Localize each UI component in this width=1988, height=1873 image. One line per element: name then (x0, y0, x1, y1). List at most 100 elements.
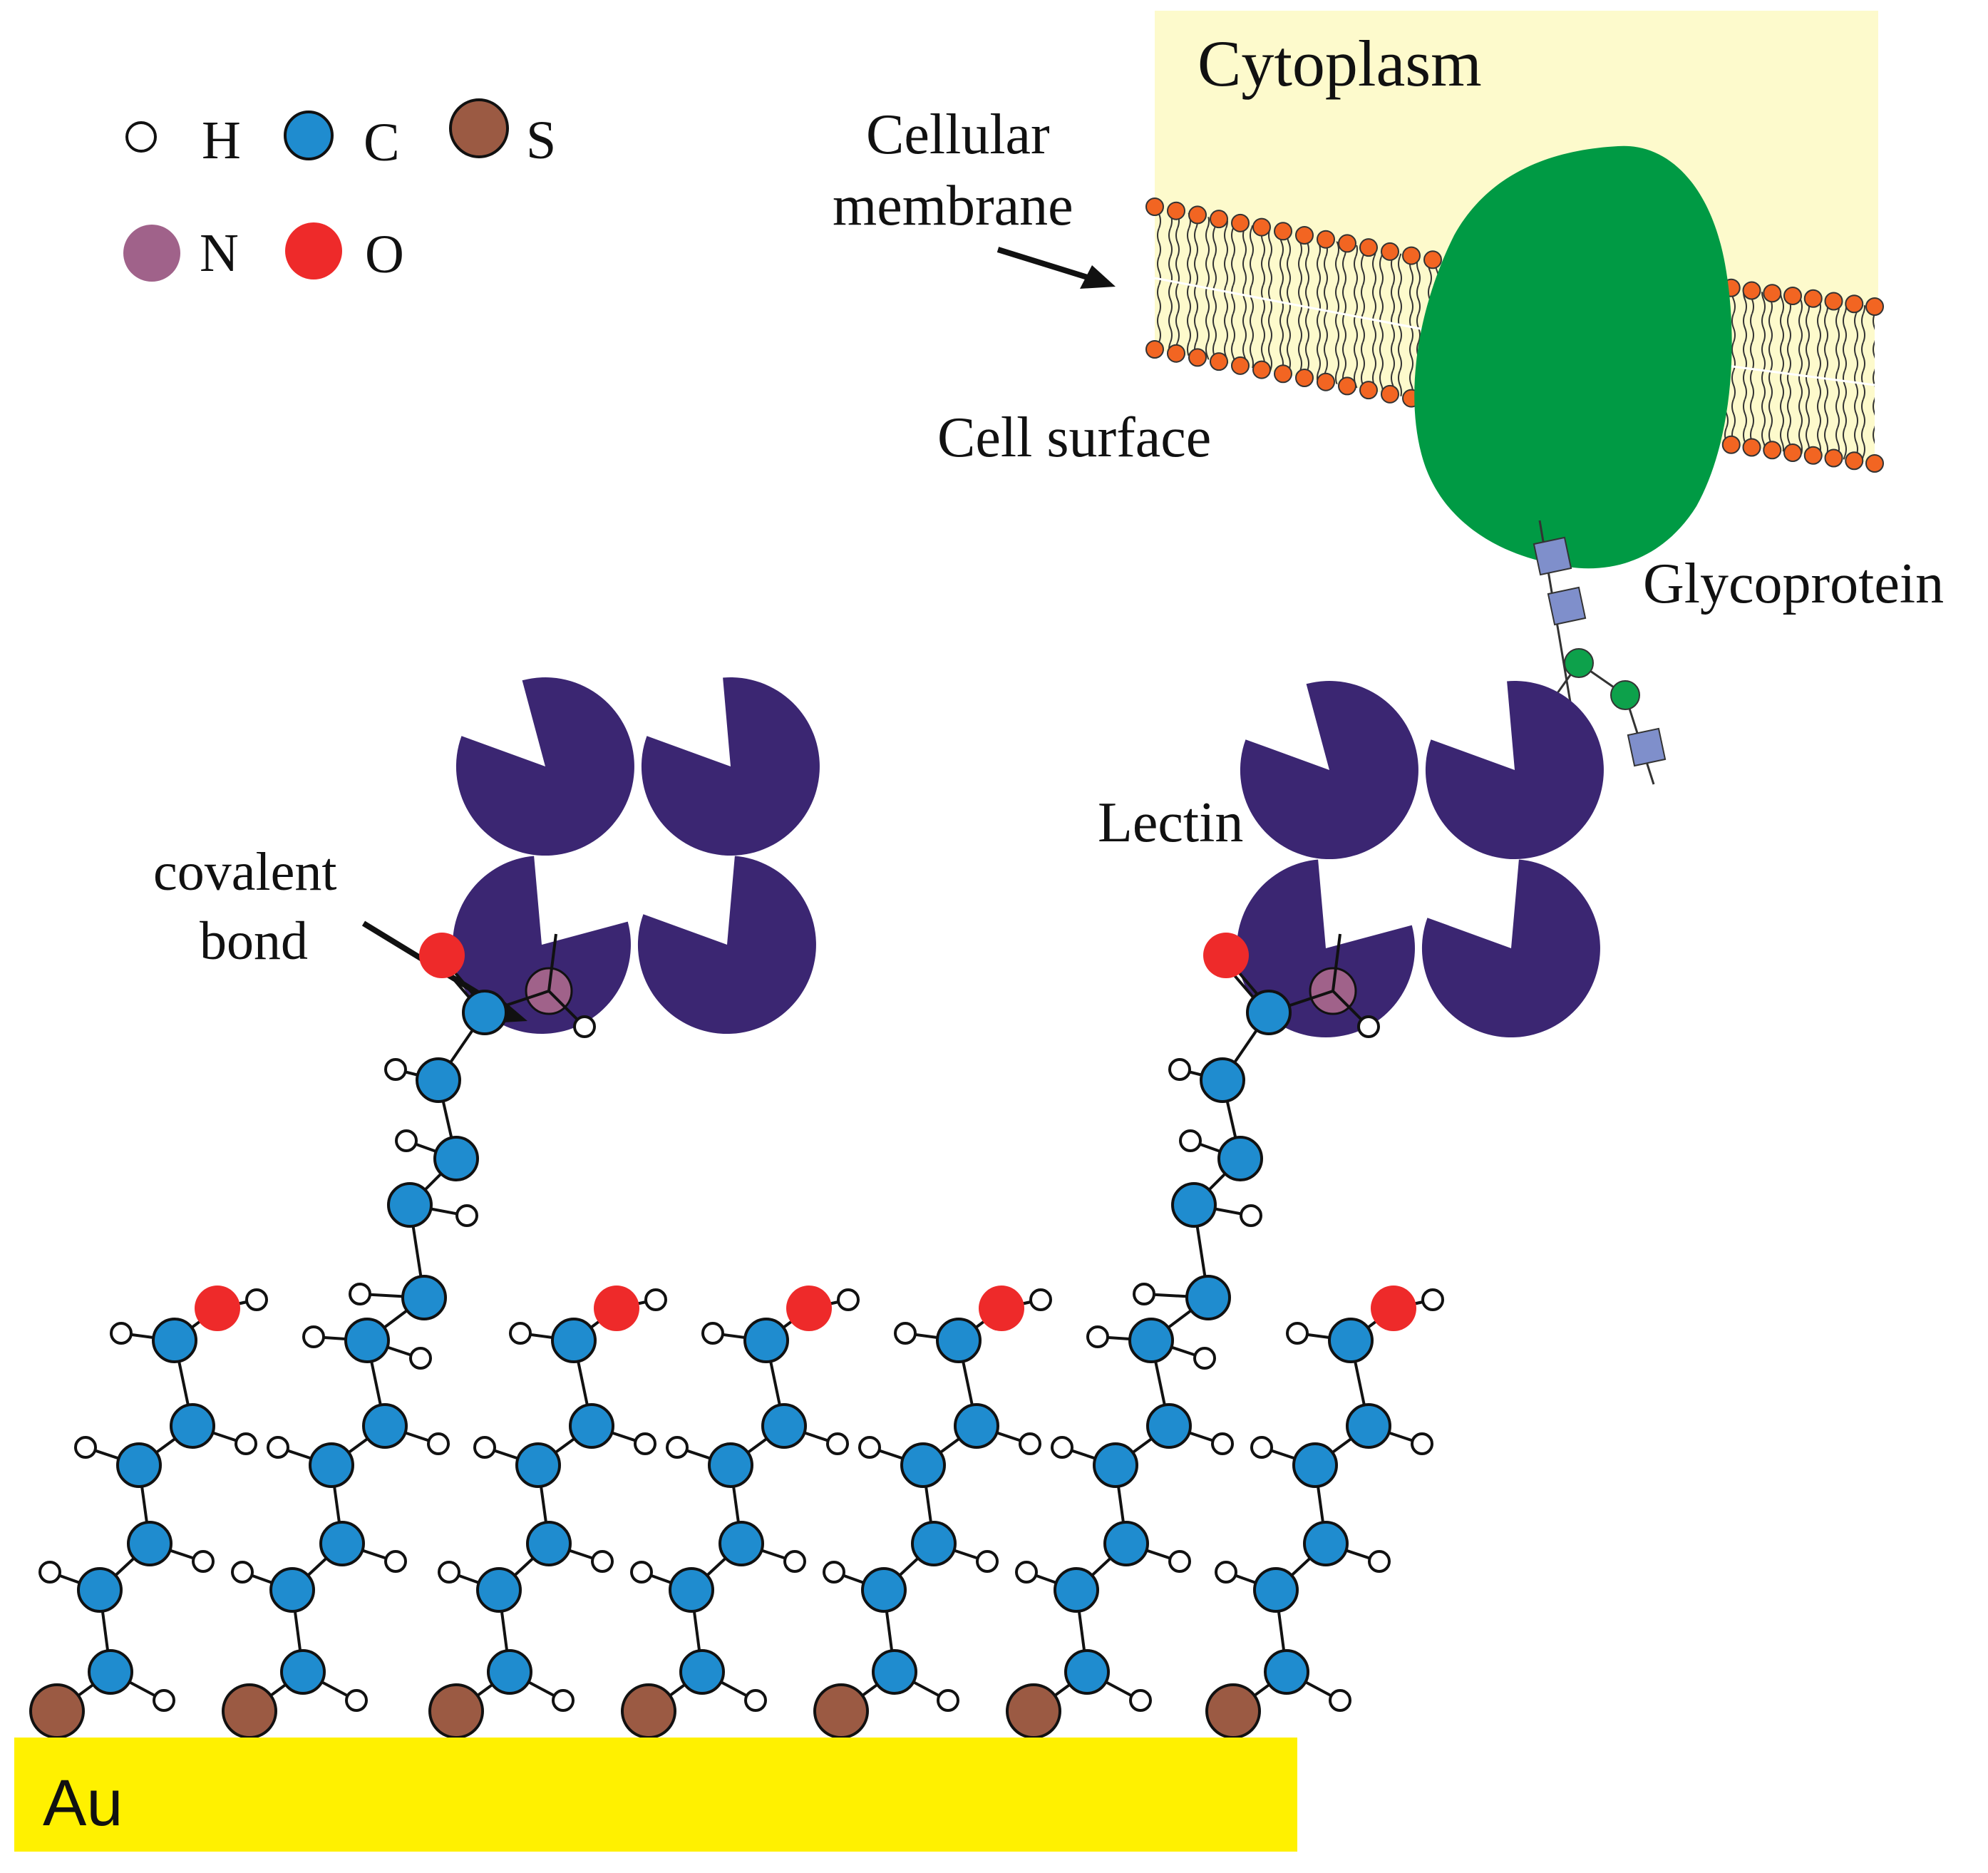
carbon-atom (1054, 1567, 1099, 1613)
carbon-atom (344, 1318, 390, 1363)
cellular-label: Cellular (866, 103, 1050, 166)
lipid-head-outer (1845, 294, 1864, 314)
hydrogen-atom (858, 1436, 881, 1459)
legend-h-label: H (202, 111, 241, 170)
lectin-subunit (637, 856, 816, 1035)
hydrogen-atom (1421, 1288, 1444, 1311)
lipid-head-inner (1359, 381, 1378, 400)
hydrogen-atom (395, 1129, 418, 1152)
lipid-head-outer (1742, 281, 1761, 300)
carbon-atom (1253, 1567, 1299, 1613)
hydrogen-atom (153, 1689, 175, 1712)
sugar-circle (1564, 648, 1594, 678)
hydrogen-atom (1129, 1689, 1152, 1712)
carbon-atom (387, 1182, 433, 1228)
carbon-atom (1264, 1649, 1309, 1695)
lipid-head-inner (1188, 348, 1207, 367)
lectin-subunit (641, 677, 820, 856)
glycoprotein-label: Glycoprotein (1643, 553, 1944, 615)
lectin-left (452, 677, 820, 1035)
hydrogen-atom (384, 1550, 407, 1573)
hydrogen-atom (826, 1432, 849, 1455)
hydroxyl-oxygen-atom (195, 1286, 240, 1331)
carbon-atom (127, 1521, 172, 1566)
hydrogen-atom (1168, 1550, 1191, 1573)
lipid-head-outer (1295, 226, 1314, 245)
lipid-head-inner (1210, 352, 1228, 371)
lipid-head-inner (1145, 340, 1164, 359)
hydroxyl-oxygen-atom (979, 1286, 1024, 1331)
carbon-atom (77, 1567, 123, 1613)
lipid-head-outer (1803, 289, 1823, 308)
hydrogen-atom (1193, 1347, 1216, 1370)
hydrogen-atom (1168, 1058, 1191, 1081)
au-label: Au (43, 1767, 123, 1839)
hydrogen-atom (644, 1288, 667, 1311)
hydrogen-atom (783, 1550, 806, 1573)
lectin-subunit (1421, 859, 1600, 1038)
carbon-atom (1103, 1521, 1149, 1566)
carbon-atom (1328, 1318, 1374, 1363)
hydroxyl-oxygen-atom (594, 1286, 639, 1331)
carbon-atom (462, 990, 508, 1035)
covalent-label: covalent (153, 842, 336, 902)
carbon-atom (309, 1442, 354, 1488)
lectin-subunit (455, 677, 634, 856)
hydrogen-atom (573, 1015, 596, 1038)
hydrogen-atom (701, 1322, 724, 1345)
hydrogen-atom (1133, 1283, 1155, 1305)
carbonyl-oxygen-atom (419, 933, 465, 978)
hydrogen-atom (235, 1432, 257, 1455)
carbon-atom (1128, 1318, 1174, 1363)
hydroxyl-oxygen-atom (786, 1286, 832, 1331)
carbon-atom (269, 1567, 315, 1613)
carbon-atom (476, 1567, 522, 1613)
carbon-atom (1246, 990, 1292, 1035)
carbon-atom (861, 1567, 907, 1613)
gold-substrate (14, 1738, 1297, 1852)
lectin-subunit (1425, 681, 1604, 860)
hydrogen-atom (1286, 1322, 1309, 1345)
carbon-atom (551, 1318, 597, 1363)
lipid-head-inner (1338, 376, 1356, 396)
carbon-atom (1185, 1275, 1231, 1320)
carbon-atom (743, 1318, 789, 1363)
carbon-atom (1093, 1442, 1138, 1488)
membrane-arrow (996, 247, 1116, 289)
sulfur-atom (29, 1683, 85, 1739)
carbon-atom (401, 1275, 447, 1320)
carbon-atom (1171, 1182, 1217, 1228)
hydrogen-atom (427, 1432, 450, 1455)
hydrogen-atom (409, 1347, 432, 1370)
hydrogen-atom (267, 1436, 289, 1459)
lipid-head-outer (1167, 201, 1185, 220)
lipid-head-outer (1824, 292, 1843, 311)
carbon-atom (526, 1521, 572, 1566)
legend-c-label: C (364, 113, 400, 173)
legend-n-label: N (200, 223, 239, 283)
hydrogen-atom (1211, 1432, 1234, 1455)
hydrogen-atom (302, 1325, 325, 1348)
hydrogen-atom (894, 1322, 917, 1345)
carbon-atom (1146, 1403, 1192, 1449)
lipid-head-inner (1763, 441, 1782, 460)
lipid-head-outer (1145, 197, 1164, 216)
carbon-atom (116, 1442, 162, 1488)
lipid-head-outer (1402, 246, 1421, 265)
carbon-atom (416, 1057, 461, 1103)
hydrogen-atom (1411, 1432, 1433, 1455)
hydrogen-atom (1215, 1561, 1237, 1584)
legend-n-swatch (123, 225, 180, 282)
lipid-head-outer (1210, 210, 1228, 229)
hydrogen-atom (1368, 1550, 1391, 1573)
atom-legend: H C S N O (123, 98, 556, 284)
hydrogen-atom (1015, 1561, 1038, 1584)
carbon-atom (1064, 1649, 1110, 1695)
hydrogen-atom (823, 1561, 845, 1584)
hydrogen-atom (976, 1550, 999, 1573)
carbon-atom (1303, 1521, 1349, 1566)
hydrogen-atom (1019, 1432, 1041, 1455)
carbon-atom (1200, 1057, 1245, 1103)
carbon-atom (152, 1318, 197, 1363)
